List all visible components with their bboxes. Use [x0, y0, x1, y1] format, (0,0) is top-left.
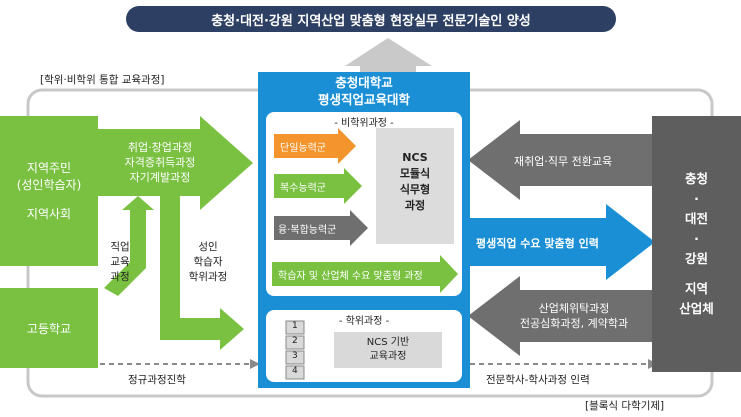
blue-demand-arrow: [466, 204, 655, 280]
degree-num-box: [285, 320, 305, 335]
level-single: 단일능력군: [280, 143, 326, 154]
ncs-modular-text: NCS 모듈식 식무형 과정: [399, 151, 431, 212]
ncs-based-box: [334, 332, 442, 368]
footer-label: [블록식 다학기제]: [585, 400, 665, 412]
degree-label: - 학위과정 -: [338, 316, 390, 327]
residents-line: 지역주민: [26, 160, 72, 175]
green-down-arrow: [160, 196, 244, 350]
gray-consign-arrow: [468, 276, 655, 356]
regular-track-head: [250, 359, 260, 369]
title-banner: 충청·대전·강원 지역산업 맞춤형 현장실무 전문기술인 양성: [126, 6, 616, 32]
degree-num: 1: [292, 321, 298, 331]
residents-box: 지역주민 (성인학습자) 지역사회: [0, 116, 98, 266]
level-convergence: 융·복합능력군: [278, 225, 337, 236]
course-line: 자격증취득과정: [124, 156, 196, 169]
connector-dot: [304, 297, 316, 309]
level-arrow-orange: [274, 128, 356, 164]
lifelong-demand-label: 평생직업 수요 맞춤형 인력: [476, 237, 599, 250]
residents-line: 지역사회: [26, 206, 72, 221]
industry-box: 충청 · 대전 · 강원 지역 산업체: [652, 116, 741, 372]
adult-degree-text: 성인 학습자 학위과정: [188, 241, 228, 283]
page-title: 충청·대전·강원 지역산업 맞춤형 현장실무 전문기술인 양성: [211, 13, 531, 29]
high-school-box: 고등학교: [0, 288, 98, 368]
degree-num: 4: [292, 366, 298, 376]
degree-num-box: [285, 335, 305, 350]
course-line: 자기계발과정: [129, 171, 191, 184]
gray-retrain-arrow: [468, 120, 655, 200]
demand-bar-arrow: [272, 255, 458, 293]
up-arrow-stem: [360, 62, 416, 74]
vocational-text: 직업 교육 과정: [110, 241, 130, 283]
main-course-text: 취업·창업과정 자격증취득과정 자기계발과정: [110, 140, 210, 185]
connector-dot: [418, 297, 430, 309]
degree-num-box: [285, 350, 305, 365]
integrated-label: [학위·비학위 통합 교육과정]: [40, 74, 165, 86]
retrain-label: 재취업·직무 전환교육: [514, 155, 613, 168]
bottom-track-label: 전문학사-학사과정 인력: [486, 374, 590, 386]
green-up-arrow: [104, 196, 154, 296]
level-multi: 복수능력군: [280, 183, 326, 194]
degree-num-box: [285, 365, 305, 380]
green-main-arrow: [98, 116, 253, 210]
degree-num: 3: [292, 351, 298, 361]
college-name: 충청대학교 평생직업교육대학: [317, 75, 410, 107]
high-school-label: 고등학교: [26, 321, 72, 336]
nondegree-label: - 비학위과정 -: [334, 118, 394, 129]
course-line: 취업·창업과정: [127, 141, 193, 154]
ncs-modular-box: [376, 128, 454, 244]
level-arrow-green: [274, 168, 362, 204]
residents-line: (성인학습자): [16, 177, 82, 192]
level-arrow-gray: [274, 210, 368, 246]
demand-bar-label: 학습자 및 산업체 수요 맞춤형 과정: [278, 271, 423, 282]
ncs-based-text: NCS 기반 교육과정: [366, 337, 410, 362]
connector-dot: [360, 297, 372, 309]
consignment-text: 산업체위탁과정 전공심화과정, 계약학과: [519, 302, 629, 330]
up-arrow: [345, 38, 432, 66]
regular-track-label: 정규과정진학: [128, 374, 186, 386]
degree-num: 2: [292, 336, 298, 346]
